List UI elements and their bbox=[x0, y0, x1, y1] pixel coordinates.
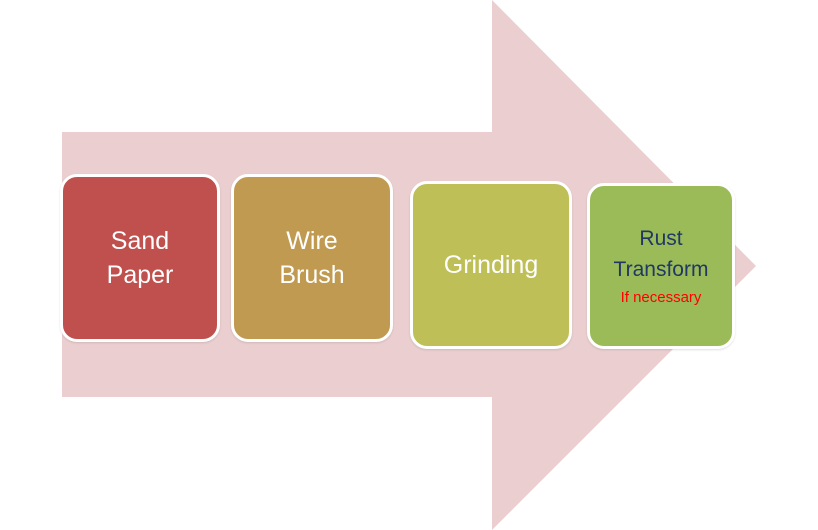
step-wire-brush: Wire Brush bbox=[231, 174, 393, 342]
step-label-line: Paper bbox=[106, 261, 174, 289]
step-label-line: Wire bbox=[286, 226, 338, 255]
step-label-line: Grinding bbox=[443, 250, 539, 279]
step-grinding: Grinding bbox=[410, 181, 572, 349]
step-label-line: Rust bbox=[639, 227, 683, 251]
step-label-line: Sand bbox=[110, 226, 170, 255]
step-wire-brush-label: Wire Brush bbox=[279, 224, 344, 293]
step-label-line: Brush bbox=[279, 261, 345, 289]
step-grinding-label: Grinding bbox=[444, 248, 539, 283]
arrow-shape bbox=[62, 0, 756, 530]
step-sand-paper-label: Sand Paper bbox=[107, 224, 174, 293]
step-sand-paper: Sand Paper bbox=[60, 174, 220, 342]
step-note: If necessary bbox=[620, 289, 702, 307]
step-rust-transform-label: Rust Transform bbox=[614, 224, 709, 285]
step-label-line: Transform bbox=[613, 257, 709, 281]
step-rust-transform: Rust Transform If necessary bbox=[587, 183, 735, 349]
